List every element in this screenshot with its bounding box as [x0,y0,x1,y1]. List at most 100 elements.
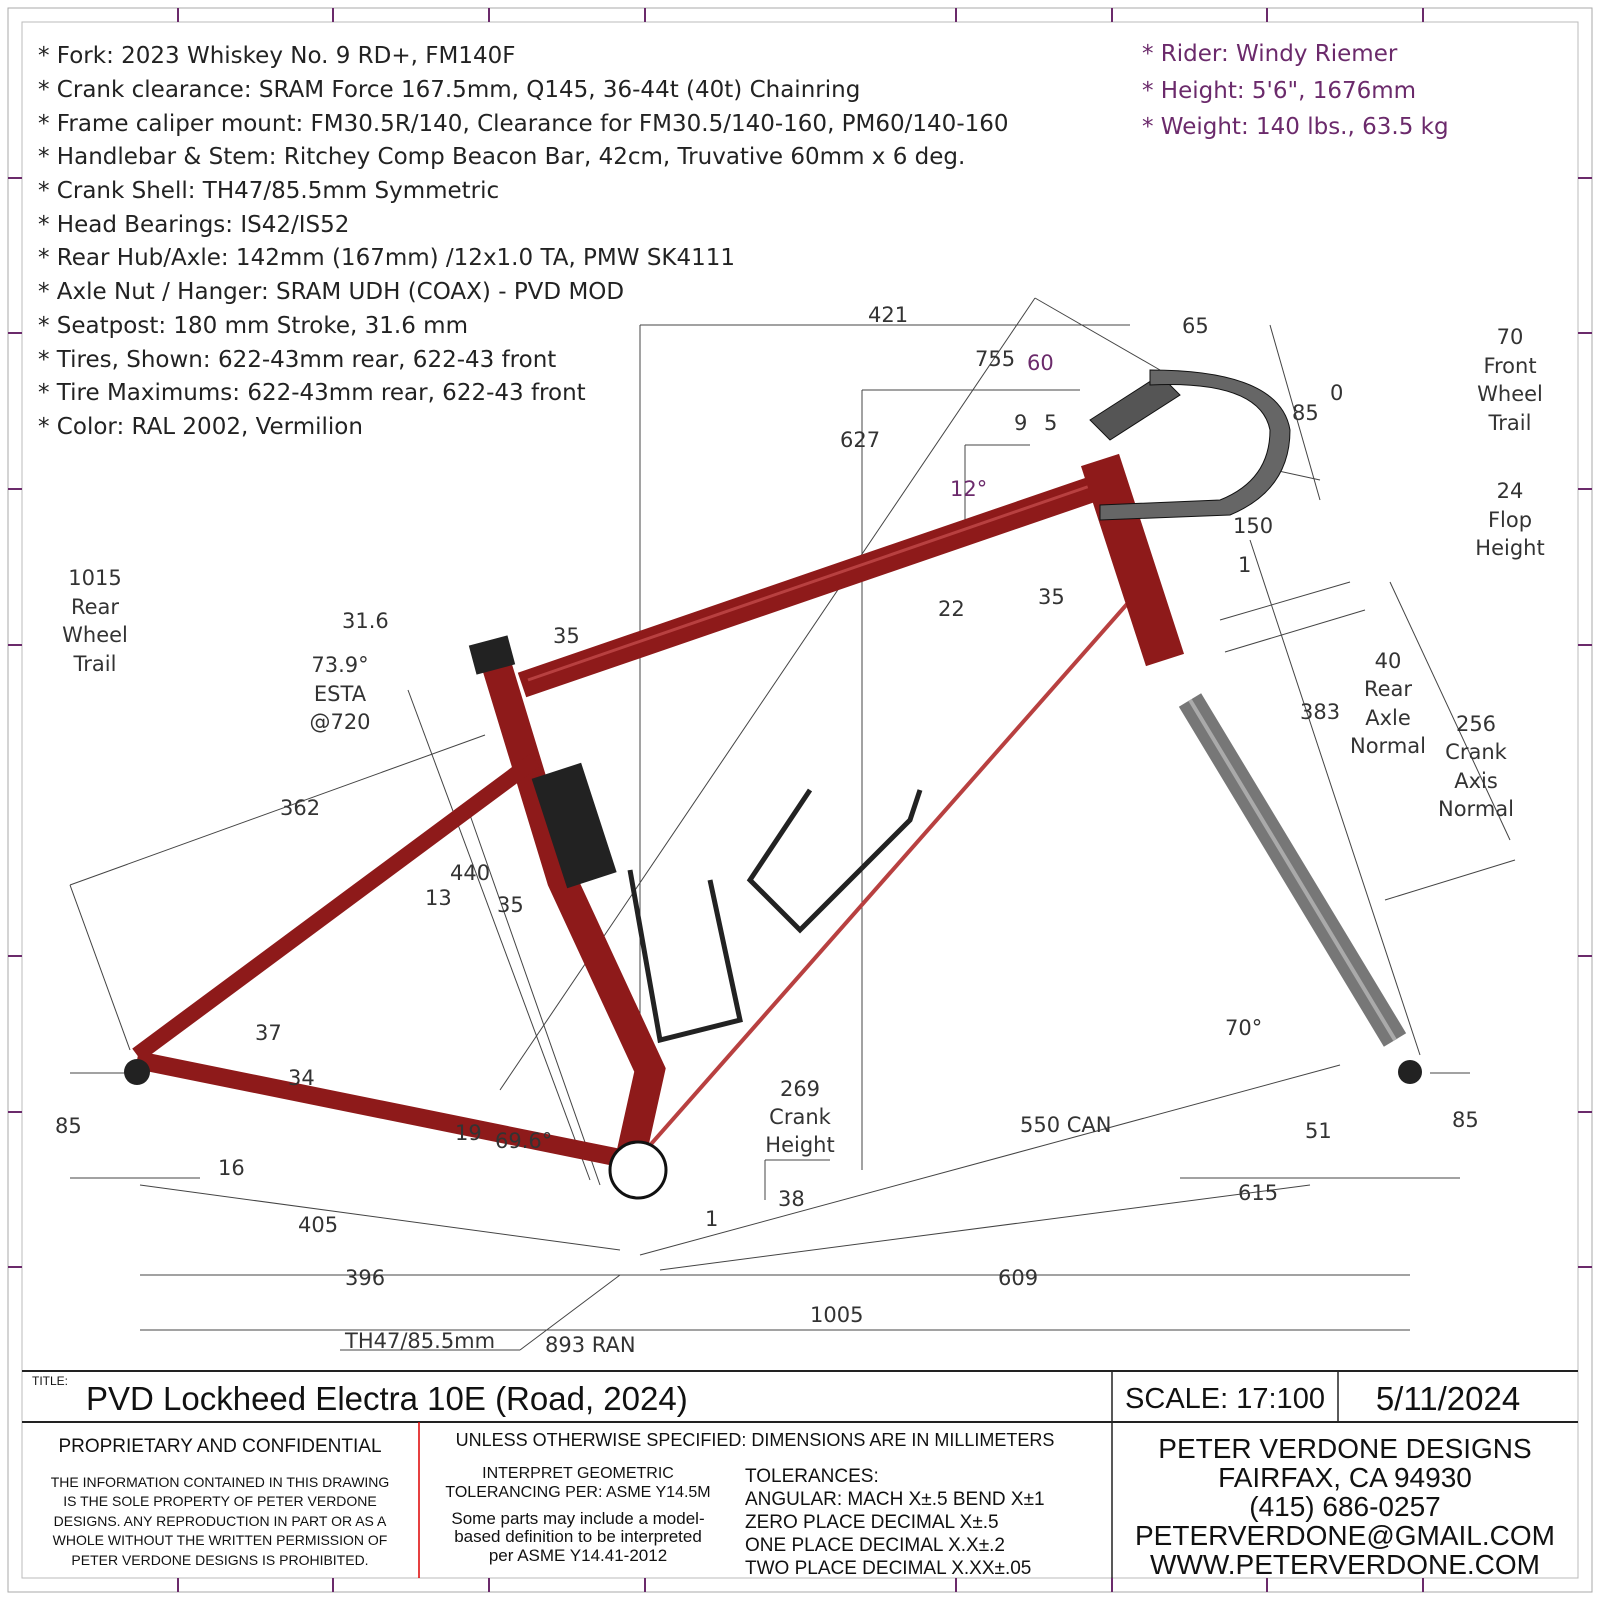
dim-5: 5 [1044,411,1057,435]
esta-at: @720 [309,710,370,734]
chain-stay [135,1051,632,1169]
dim-12deg: 12° [950,477,987,501]
proprietary-heading: PROPRIETARY AND CONFIDENTIAL [58,1436,381,1457]
spec-crank-clearance: * Crank clearance: SRAM Force 167.5mm, Q… [38,77,860,103]
rear-axle-normal-label-2: Axle [1365,706,1411,730]
interpret-line: INTERPRET GEOMETRIC [482,1465,674,1482]
rear-axle [124,1059,150,1085]
dim-60: 60 [1027,351,1054,375]
dim-1: 1 [1238,553,1251,577]
dim-85-right: 85 [1452,1108,1479,1132]
spec-fork: * Fork: 2023 Whiskey No. 9 RD+, FM140F [38,43,515,69]
stem [1089,374,1181,441]
dim-1-bb: 1 [705,1207,718,1231]
rider-height: * Height: 5'6", 1676mm [1142,78,1416,104]
dim-65: 65 [1182,314,1209,338]
dim-1005: 1005 [810,1303,863,1327]
frame-decal [531,762,617,889]
dim-893-ran: 893 RAN [545,1333,636,1357]
dim-51: 51 [1305,1119,1332,1143]
spec-crank-shell: * Crank Shell: TH47/85.5mm Symmetric [38,178,499,204]
crank-height-label-2: Height [765,1133,834,1157]
dim-755: 755 [975,347,1015,371]
dimension-lines [69,297,1516,1351]
front-trail-value: 70 [1497,325,1524,349]
dim-9: 9 [1014,411,1027,435]
dim-0: 0 [1330,381,1343,405]
rear-trail-label-1: Rear [71,595,119,619]
drawing-date: 5/11/2024 [1376,1380,1520,1417]
company-phone: (415) 686-0257 [1249,1491,1440,1522]
model-note-line: based definition to be interpreted [454,1527,702,1546]
dim-421: 421 [868,303,908,327]
dim-85-left: 85 [55,1114,82,1138]
sheet-border [7,7,1593,1593]
dimension-labels: 421 755 60 65 85 0 627 9 5 12° 150 22 35… [55,303,1479,1357]
crank-axis-label-2: Axis [1454,769,1498,793]
proprietary-line: PETER VERDONE DESIGNS IS PROHIBITED. [71,1552,368,1568]
rear-trail-value: 1015 [68,566,121,590]
proprietary-line: IS THE SOLE PROPERTY OF PETER VERDONE [63,1493,377,1509]
spec-head-bearings: * Head Bearings: IS42/IS52 [38,212,349,238]
spec-rear-hub: * Rear Hub/Axle: 142mm (167mm) /12x1.0 T… [38,245,735,271]
dim-13: 13 [425,886,452,910]
dim-35-downtube: 35 [1038,585,1065,609]
rider-name: * Rider: Windy Riemer [1142,41,1398,67]
dim-22: 22 [938,597,965,621]
geometry-notes: 70 Front Wheel Trail 24 Flop Height 1015… [62,325,1545,1157]
dim-38: 38 [778,1187,805,1211]
rear-trail-label-2: Wheel [62,623,128,647]
title-label: TITLE: [32,1374,68,1388]
spec-handlebar-stem: * Handlebar & Stem: Ritchey Comp Beacon … [38,144,965,170]
bottle-cage-down-tube [746,788,923,934]
proprietary-line: DESIGNS. ANY REPRODUCTION IN PART OR AS … [54,1513,387,1529]
front-trail-label-1: Front [1483,354,1536,378]
tolerances-heading: TOLERANCES: [745,1466,879,1487]
dim-69-6-deg: 69.6° [495,1129,552,1153]
dim-35-toptube: 35 [553,624,580,648]
front-axle [1398,1060,1422,1084]
dim-37: 37 [255,1021,282,1045]
scale: SCALE: 17:100 [1125,1383,1325,1415]
spec-caliper-mount: * Frame caliper mount: FM30.5R/140, Clea… [38,111,1009,137]
dim-31-6: 31.6 [342,609,389,633]
company-email: PETERVERDONE@GMAIL.COM [1135,1520,1555,1551]
bottom-bracket [608,1140,668,1200]
dim-19: 19 [455,1121,482,1145]
spec-tire-max: * Tire Maximums: 622-43mm rear, 622-43 f… [38,380,586,406]
drawing-title: PVD Lockheed Electra 10E (Road, 2024) [86,1380,688,1417]
bike-frame [124,369,1422,1200]
dim-383: 383 [1300,700,1340,724]
seat-collar [468,635,516,675]
dim-150: 150 [1233,514,1273,538]
tolerance-angular: ANGULAR: MACH X±.5 BEND X±1 [745,1489,1045,1510]
tolerance-one-place: ONE PLACE DECIMAL X.X±.2 [745,1535,1005,1556]
tolerance-two-place: TWO PLACE DECIMAL X.XX±.05 [745,1558,1031,1579]
interpret-line: TOLERANCING PER: ASME Y14.5M [445,1484,710,1501]
dim-34: 34 [288,1066,315,1090]
dim-615: 615 [1238,1181,1278,1205]
spec-seatpost: * Seatpost: 180 mm Stroke, 31.6 mm [38,313,468,339]
spec-list: * Fork: 2023 Whiskey No. 9 RD+, FM140F *… [38,43,1009,440]
dim-362: 362 [280,796,320,820]
top-tube [517,477,1095,698]
dim-550-can: 550 CAN [1020,1113,1112,1137]
dim-16: 16 [218,1156,245,1180]
esta-label: ESTA [314,682,367,706]
tolerance-zero-place: ZERO PLACE DECIMAL X±.5 [745,1512,999,1533]
spec-tires-shown: * Tires, Shown: 622-43mm rear, 622-43 fr… [38,347,556,373]
crank-height-label-1: Crank [769,1105,831,1129]
front-trail-label-3: Trail [1488,411,1532,435]
proprietary-line: WHOLE WITHOUT THE WRITTEN PERMISSION OF [53,1532,388,1548]
dim-609: 609 [998,1266,1038,1290]
company-address: FAIRFAX, CA 94930 [1218,1462,1472,1493]
title-block: TITLE: PVD Lockheed Electra 10E (Road, 2… [22,1370,1578,1580]
rear-axle-normal-label-1: Rear [1364,677,1412,701]
dim-627: 627 [840,428,880,452]
head-tube [1080,453,1185,667]
spec-axle-nut: * Axle Nut / Hanger: SRAM UDH (COAX) - P… [38,279,624,305]
crank-height-value: 269 [780,1077,820,1101]
crank-axis-value: 256 [1456,712,1496,736]
model-note-line: Some parts may include a model- [451,1509,704,1528]
